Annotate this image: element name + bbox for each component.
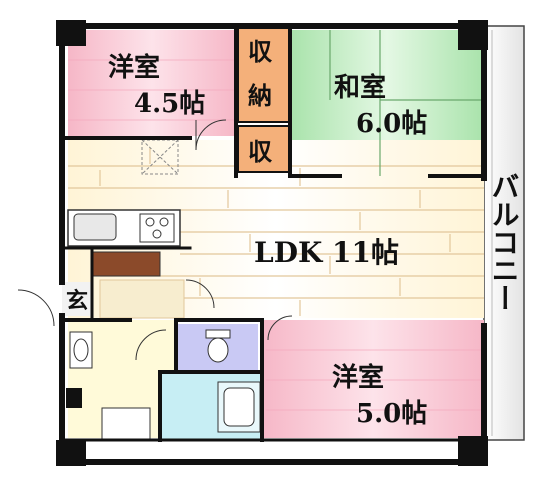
sink-icon xyxy=(73,213,117,241)
column-posts xyxy=(56,20,488,466)
western-room-b-label: 洋室 xyxy=(332,362,384,393)
ldk-label: LDK 11帖 xyxy=(254,236,399,269)
walls xyxy=(59,23,487,465)
washbasin-icon xyxy=(69,331,93,369)
kitchen-counter xyxy=(67,209,181,247)
entrance-label: 玄 xyxy=(66,288,88,314)
toilet-icon xyxy=(205,329,231,363)
storage-b-label: 収 xyxy=(248,137,273,166)
western-room-a-size: 4.5帖 xyxy=(134,89,205,119)
balcony-area xyxy=(483,25,525,441)
wood-floor-pattern xyxy=(68,148,484,316)
western-room-a-pattern xyxy=(68,59,236,121)
hall-floor xyxy=(99,279,185,319)
western-room-b-size: 5.0帖 xyxy=(356,399,427,429)
stove-icon xyxy=(139,213,175,243)
japanese-room-label: 和室 xyxy=(334,72,386,103)
japanese-room-size: 6.0帖 xyxy=(356,109,427,139)
tatami-pattern xyxy=(329,30,484,176)
storage-a-label-top: 収 xyxy=(248,37,273,66)
bathtub-icon xyxy=(217,381,261,433)
storage-closet-a xyxy=(237,27,291,123)
western-room-b-pattern xyxy=(266,349,484,411)
storage-a-label-bottom: 納 xyxy=(248,81,272,110)
storage-closet-b xyxy=(237,125,291,173)
entrance-floor xyxy=(62,282,92,316)
western-room-a-floor xyxy=(68,30,236,136)
kitchen-cabinet xyxy=(91,251,161,277)
balcony-label: バルコニー xyxy=(488,172,521,312)
western-room-b-floor xyxy=(262,320,484,438)
door-swings xyxy=(17,119,293,361)
washing-machine-icon xyxy=(101,407,151,441)
western-room-a-label: 洋室 xyxy=(108,52,160,83)
